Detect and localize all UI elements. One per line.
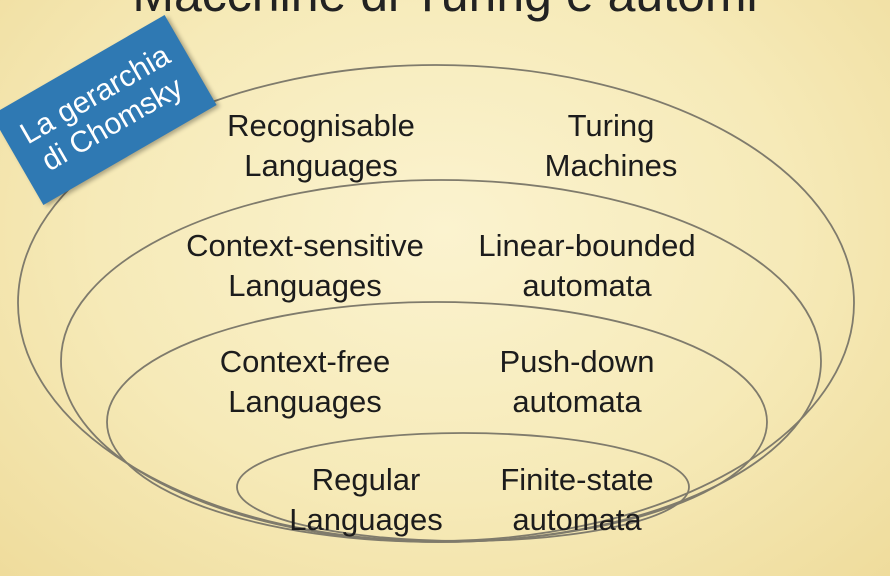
- context-free-languages-label: Context-free Languages: [220, 342, 391, 422]
- label-line: Machines: [544, 148, 678, 183]
- label-line: Recognisable: [227, 108, 415, 143]
- label-line: Languages: [228, 268, 382, 303]
- label-line: Languages: [228, 384, 382, 419]
- label-line: Languages: [244, 148, 398, 183]
- label-line: Context-sensitive: [186, 228, 424, 263]
- label-line: Linear-bounded: [478, 228, 696, 263]
- ellipse-context-free: [106, 301, 768, 543]
- label-line: Push-down: [499, 344, 655, 379]
- context-sensitive-languages-label: Context-sensitive Languages: [186, 226, 424, 306]
- recognisable-languages-label: Recognisable Languages: [227, 106, 415, 186]
- turing-machines-label: Turing Machines: [545, 106, 678, 186]
- label-line: Finite-state: [500, 462, 654, 497]
- slide-title: Macchine di Turing e automi: [0, 0, 890, 22]
- label-line: Regular: [311, 462, 421, 497]
- regular-languages-label: Regular Languages: [289, 460, 442, 540]
- label-line: Turing: [567, 108, 655, 143]
- label-line: automata: [522, 268, 652, 303]
- ellipse-regular: [236, 432, 690, 542]
- label-line: automata: [512, 502, 642, 537]
- finite-state-automata-label: Finite-state automata: [500, 460, 653, 540]
- label-line: Context-free: [219, 344, 391, 379]
- label-line: Languages: [289, 502, 443, 537]
- push-down-automata-label: Push-down automata: [499, 342, 654, 422]
- label-line: automata: [512, 384, 642, 419]
- linear-bounded-automata-label: Linear-bounded automata: [478, 226, 695, 306]
